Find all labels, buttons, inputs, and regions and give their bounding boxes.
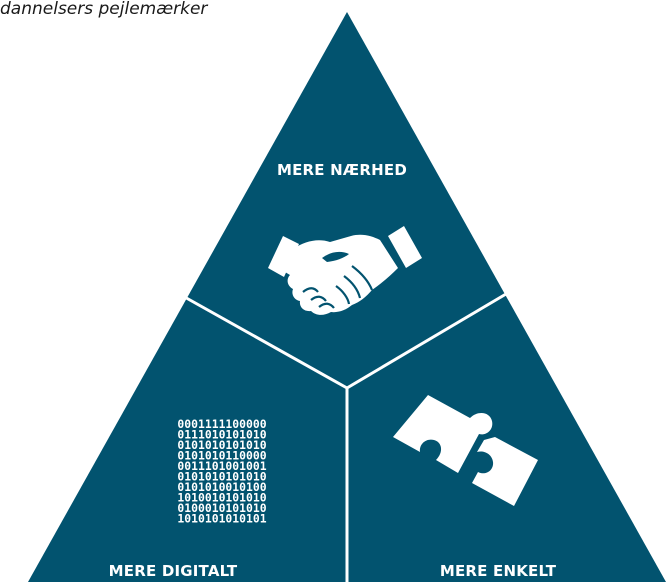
- label-mere-enkelt: MERE ENKELT: [440, 562, 557, 580]
- segment-dividers: [180, 292, 507, 582]
- binary-line: 0101010010100: [177, 480, 266, 494]
- caption-text: dannelsers pejlemærker: [0, 0, 208, 19]
- binary-line: 0101010101010: [177, 470, 266, 484]
- binary-line: 1010101010101: [177, 512, 266, 526]
- binary-line: 0111010101010: [177, 428, 266, 442]
- binary-line: 0001111100000: [177, 417, 266, 431]
- handshake-icon: [268, 226, 422, 315]
- label-mere-digitalt: MERE DIGITALT: [109, 562, 238, 580]
- binary-line: 0101010110000: [177, 449, 266, 463]
- binary-line: 1010010101010: [177, 491, 266, 505]
- puzzle-pieces-icon: [393, 395, 538, 506]
- divider-left: [180, 293, 348, 390]
- binary-line: 0011101001001: [177, 459, 266, 473]
- puzzle-piece-left: [393, 395, 493, 473]
- divider-right: [346, 292, 507, 390]
- binary-code-icon: 0001111100000 0111010101010 010101010101…: [177, 417, 266, 526]
- puzzle-piece-right: [472, 437, 538, 506]
- binary-line: 0100010101010: [177, 501, 266, 515]
- binary-line: 0101010101010: [177, 438, 266, 452]
- label-mere-naerhed: MERE NÆRHED: [277, 161, 407, 179]
